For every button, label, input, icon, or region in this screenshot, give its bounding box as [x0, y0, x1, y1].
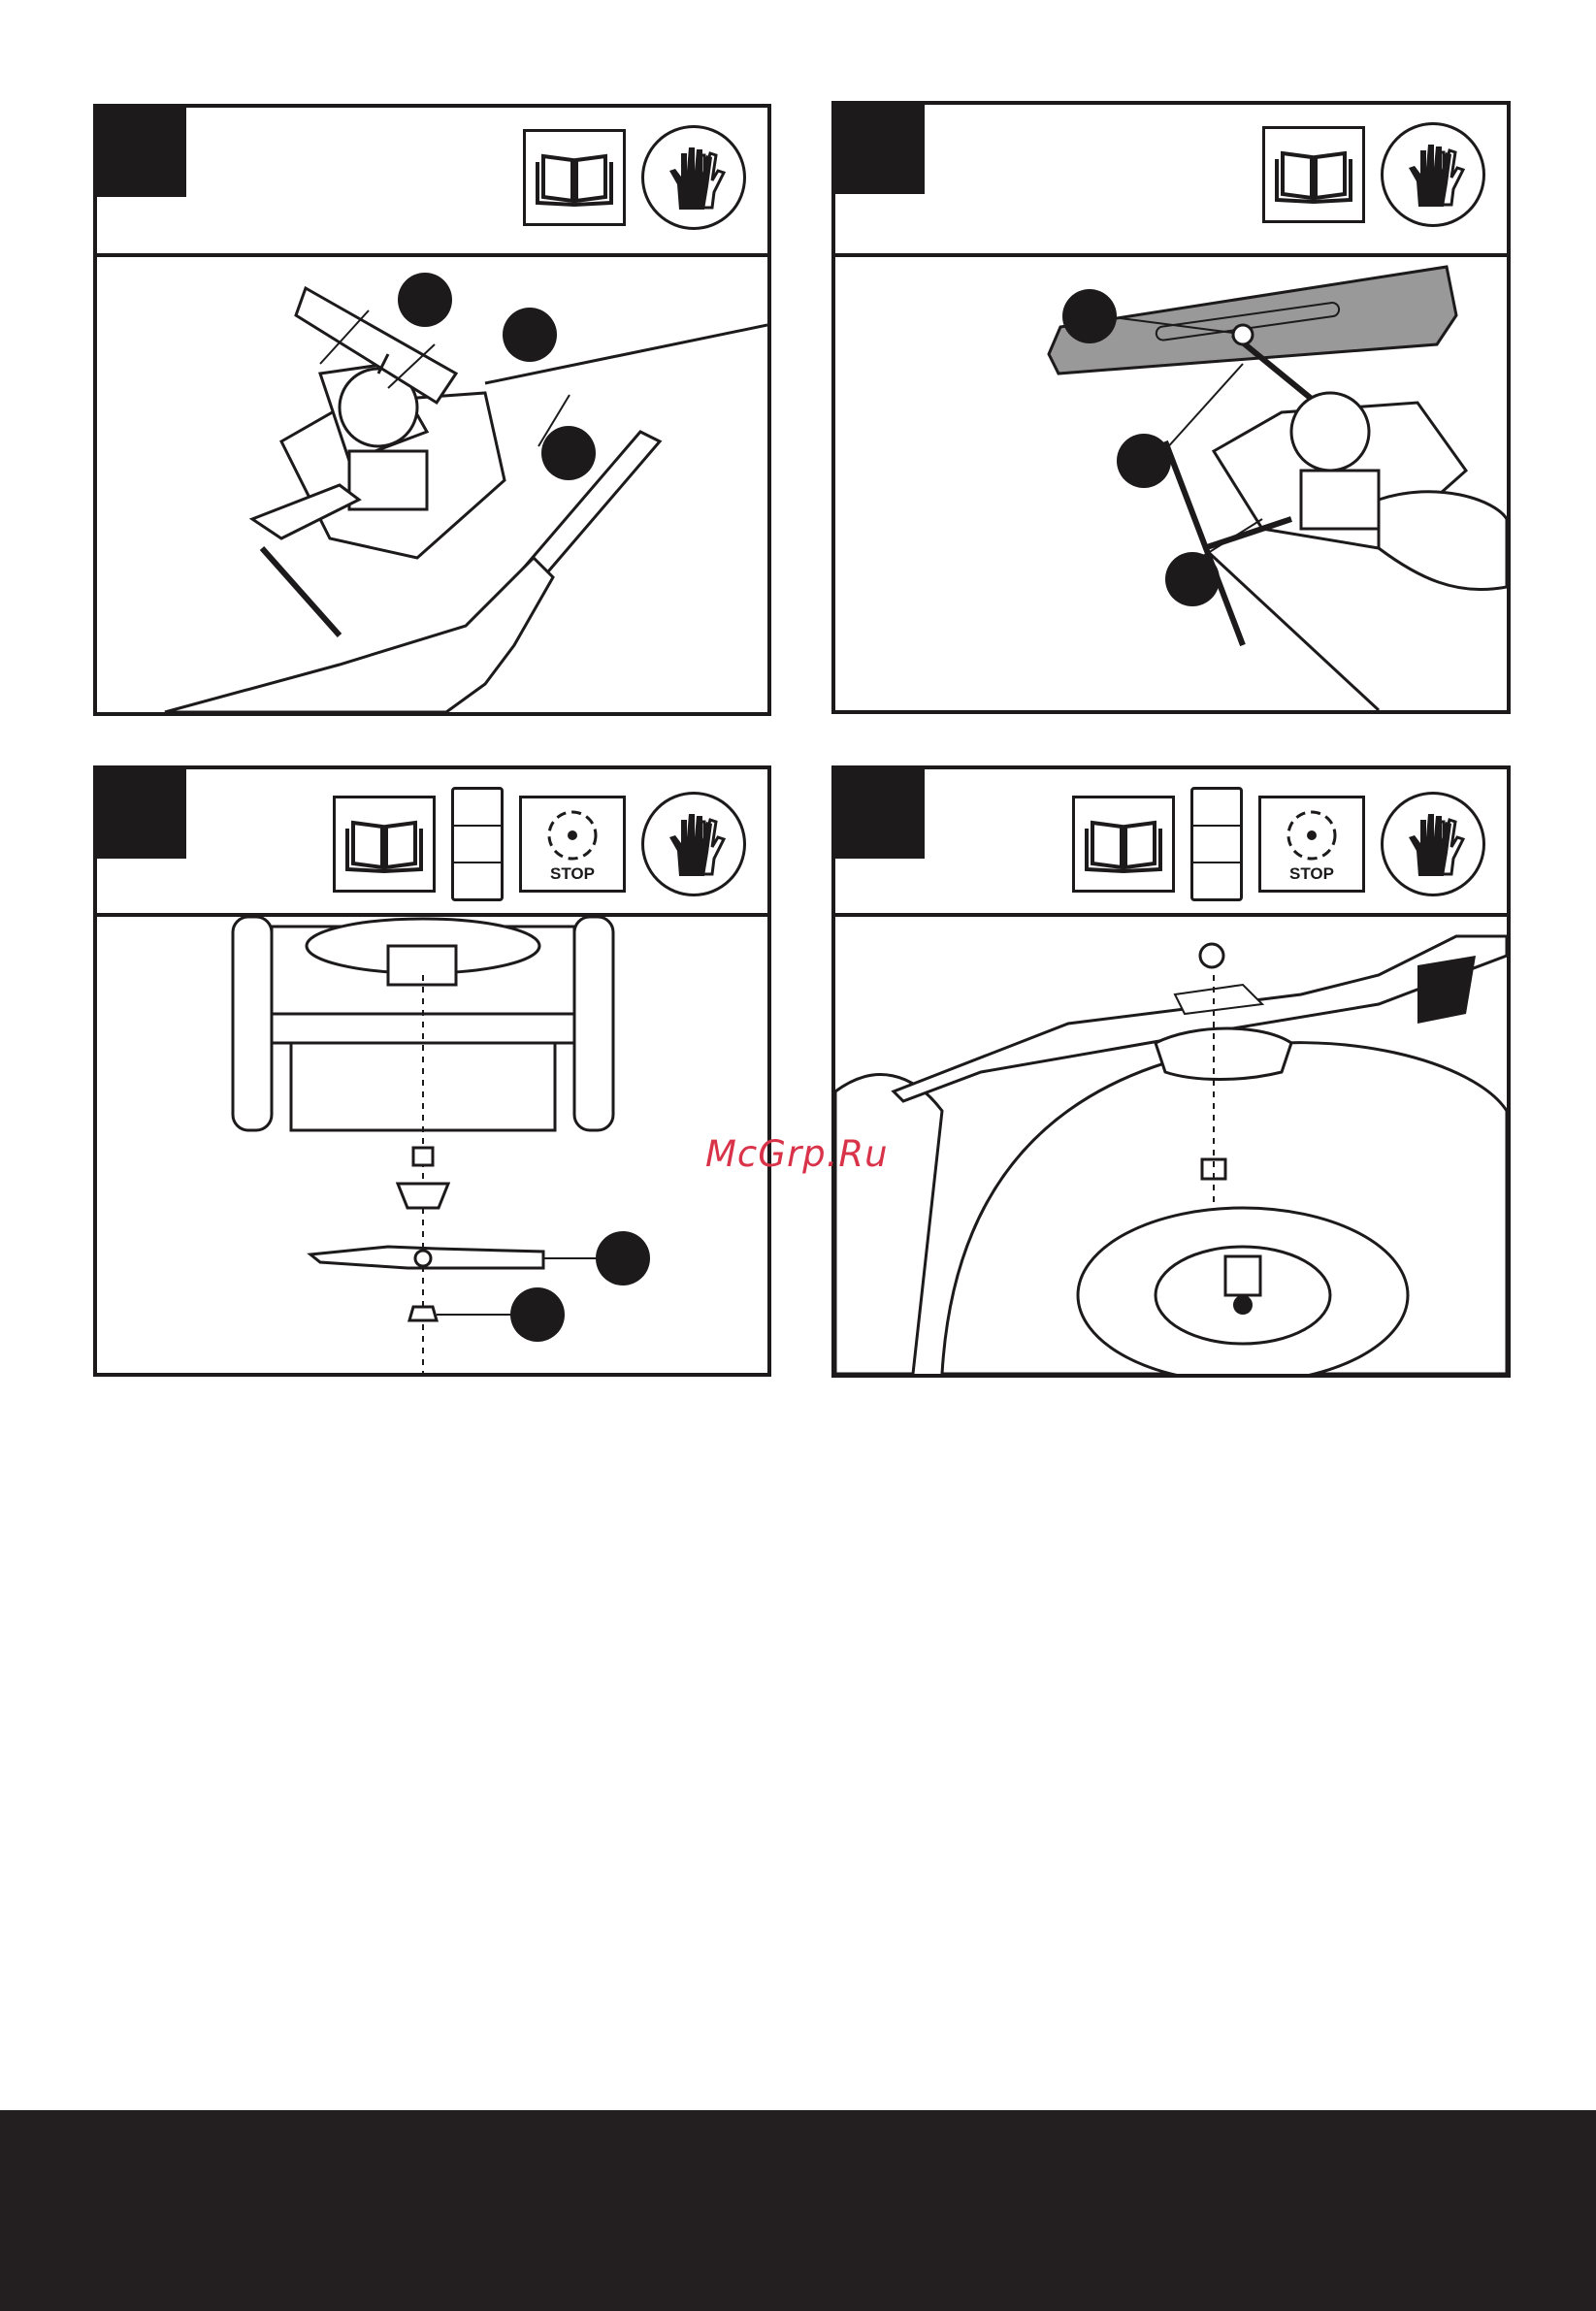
panel-illustration	[97, 257, 767, 712]
callout-marker	[1117, 434, 1171, 488]
safety-icons: STOP	[333, 787, 746, 901]
book-icon	[523, 129, 626, 226]
step-panel-2	[831, 101, 1511, 714]
callout-marker	[1062, 289, 1117, 343]
panel-illustration	[97, 917, 767, 1373]
step-panel-3: STOP	[93, 765, 771, 1377]
callout-marker	[510, 1287, 565, 1342]
step-number-box	[97, 108, 186, 197]
footer-bar	[0, 2110, 1596, 2311]
book-icon	[1262, 126, 1365, 223]
callout-marker	[398, 273, 452, 327]
stop-label: STOP	[1261, 864, 1362, 884]
gloves-icon	[1381, 122, 1485, 227]
panel-header	[97, 108, 767, 257]
gloves-icon	[641, 125, 746, 230]
step-number-box	[97, 769, 186, 859]
unplug-remove-key-icon	[1190, 787, 1243, 901]
safety-icons: STOP	[1072, 787, 1485, 901]
gloves-icon	[641, 792, 746, 896]
panel-header: STOP	[835, 769, 1507, 917]
blade-stop-icon: STOP	[1258, 796, 1365, 893]
panel-illustration	[835, 257, 1507, 710]
panel-header	[835, 105, 1507, 257]
callout-marker	[596, 1231, 650, 1286]
blade-stop-icon: STOP	[519, 796, 626, 893]
book-icon	[333, 796, 436, 893]
gloves-icon	[1381, 792, 1485, 896]
safety-icons	[523, 125, 746, 230]
callout-marker	[541, 426, 596, 480]
panel-header: STOP	[97, 769, 767, 917]
callout-marker	[1165, 552, 1220, 606]
unplug-remove-key-icon	[451, 787, 504, 901]
step-number-box	[835, 105, 925, 194]
safety-icons	[1262, 122, 1485, 227]
callout-marker	[503, 308, 557, 362]
step-panel-1	[93, 104, 771, 716]
step-number-box	[835, 769, 925, 859]
panel-illustration	[835, 917, 1507, 1374]
stop-label: STOP	[522, 864, 623, 884]
step-panel-4: STOP	[831, 765, 1511, 1378]
watermark: McGrp.Ru	[705, 1133, 889, 1175]
book-icon	[1072, 796, 1175, 893]
